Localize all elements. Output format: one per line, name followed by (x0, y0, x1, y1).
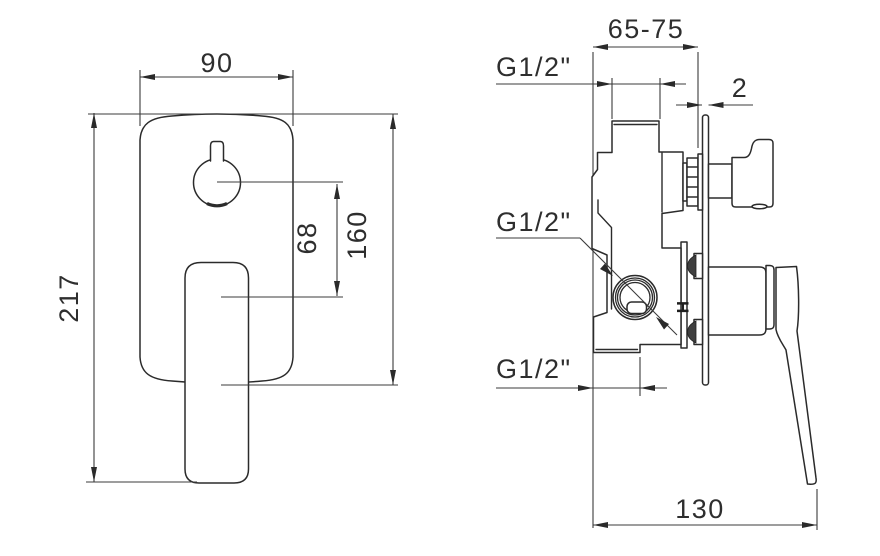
arrowhead (278, 74, 293, 80)
front-view: 90 217 68 160 (54, 48, 398, 484)
temperature-knob-side (731, 138, 774, 208)
thread-label-bottom: G1/2" (496, 354, 572, 384)
lever-handle-side (775, 265, 817, 486)
arrowhead (334, 281, 340, 296)
outlet-ring (614, 277, 656, 318)
arrowhead (656, 317, 669, 330)
arrowhead (593, 44, 608, 50)
dim-text-width: 90 (200, 48, 233, 78)
arrowhead (91, 113, 97, 128)
spindle-nut (686, 157, 699, 207)
arrowhead (593, 522, 608, 528)
body-inner-contour (597, 199, 613, 310)
side-view: 65-75 G1/2" 2 G1/2" H G1/2" (496, 14, 818, 530)
dim-text-plate-height: 160 (342, 210, 372, 260)
mixer-lever-front (184, 261, 250, 484)
arrowhead (640, 385, 655, 391)
thread-label-top: G1/2" (496, 52, 572, 82)
arrowhead (660, 81, 675, 87)
knob-notch (209, 140, 225, 162)
mounting-screw-bottom (687, 320, 697, 344)
knob-slot (751, 203, 768, 210)
dim-text-plate-thickness: 2 (732, 73, 749, 103)
mounting-bracket (680, 241, 688, 349)
wall-plate-side (701, 114, 710, 386)
lever-base-cap (765, 264, 775, 330)
arrowhead (597, 81, 612, 87)
leader-diagonal (579, 237, 678, 336)
dim-text-depth: 65-75 (608, 14, 685, 44)
arrowhead (140, 74, 155, 80)
knob-bottom-detail (206, 202, 228, 208)
arrowhead (91, 467, 97, 482)
spindle-flange (697, 153, 704, 211)
arrowhead (708, 102, 724, 108)
arrowhead (802, 522, 817, 528)
thread-label-side: G1/2" (496, 207, 572, 237)
mounting-screw-top (687, 254, 697, 278)
arrowhead (390, 114, 396, 129)
arrowhead (390, 370, 396, 385)
outlet-window (626, 301, 648, 315)
dim-text-knob-offset: 68 (292, 221, 322, 254)
knob-stem (707, 163, 733, 199)
front-dimensions: 90 217 68 160 (54, 48, 398, 483)
arrowhead (687, 102, 702, 108)
side-dimensions: 65-75 G1/2" 2 G1/2" H G1/2" (496, 14, 817, 528)
trim-plate-front (139, 113, 294, 384)
arrowhead (578, 385, 593, 391)
arrowhead (334, 184, 340, 199)
dim-text-length: 130 (675, 494, 725, 524)
arrowhead (683, 44, 698, 50)
dim-text-overall-height: 217 (54, 273, 84, 323)
arrowhead (600, 263, 613, 276)
outlet-ring (616, 279, 654, 316)
hot-marker: H (673, 301, 692, 313)
lever-base-cylinder (707, 266, 767, 336)
